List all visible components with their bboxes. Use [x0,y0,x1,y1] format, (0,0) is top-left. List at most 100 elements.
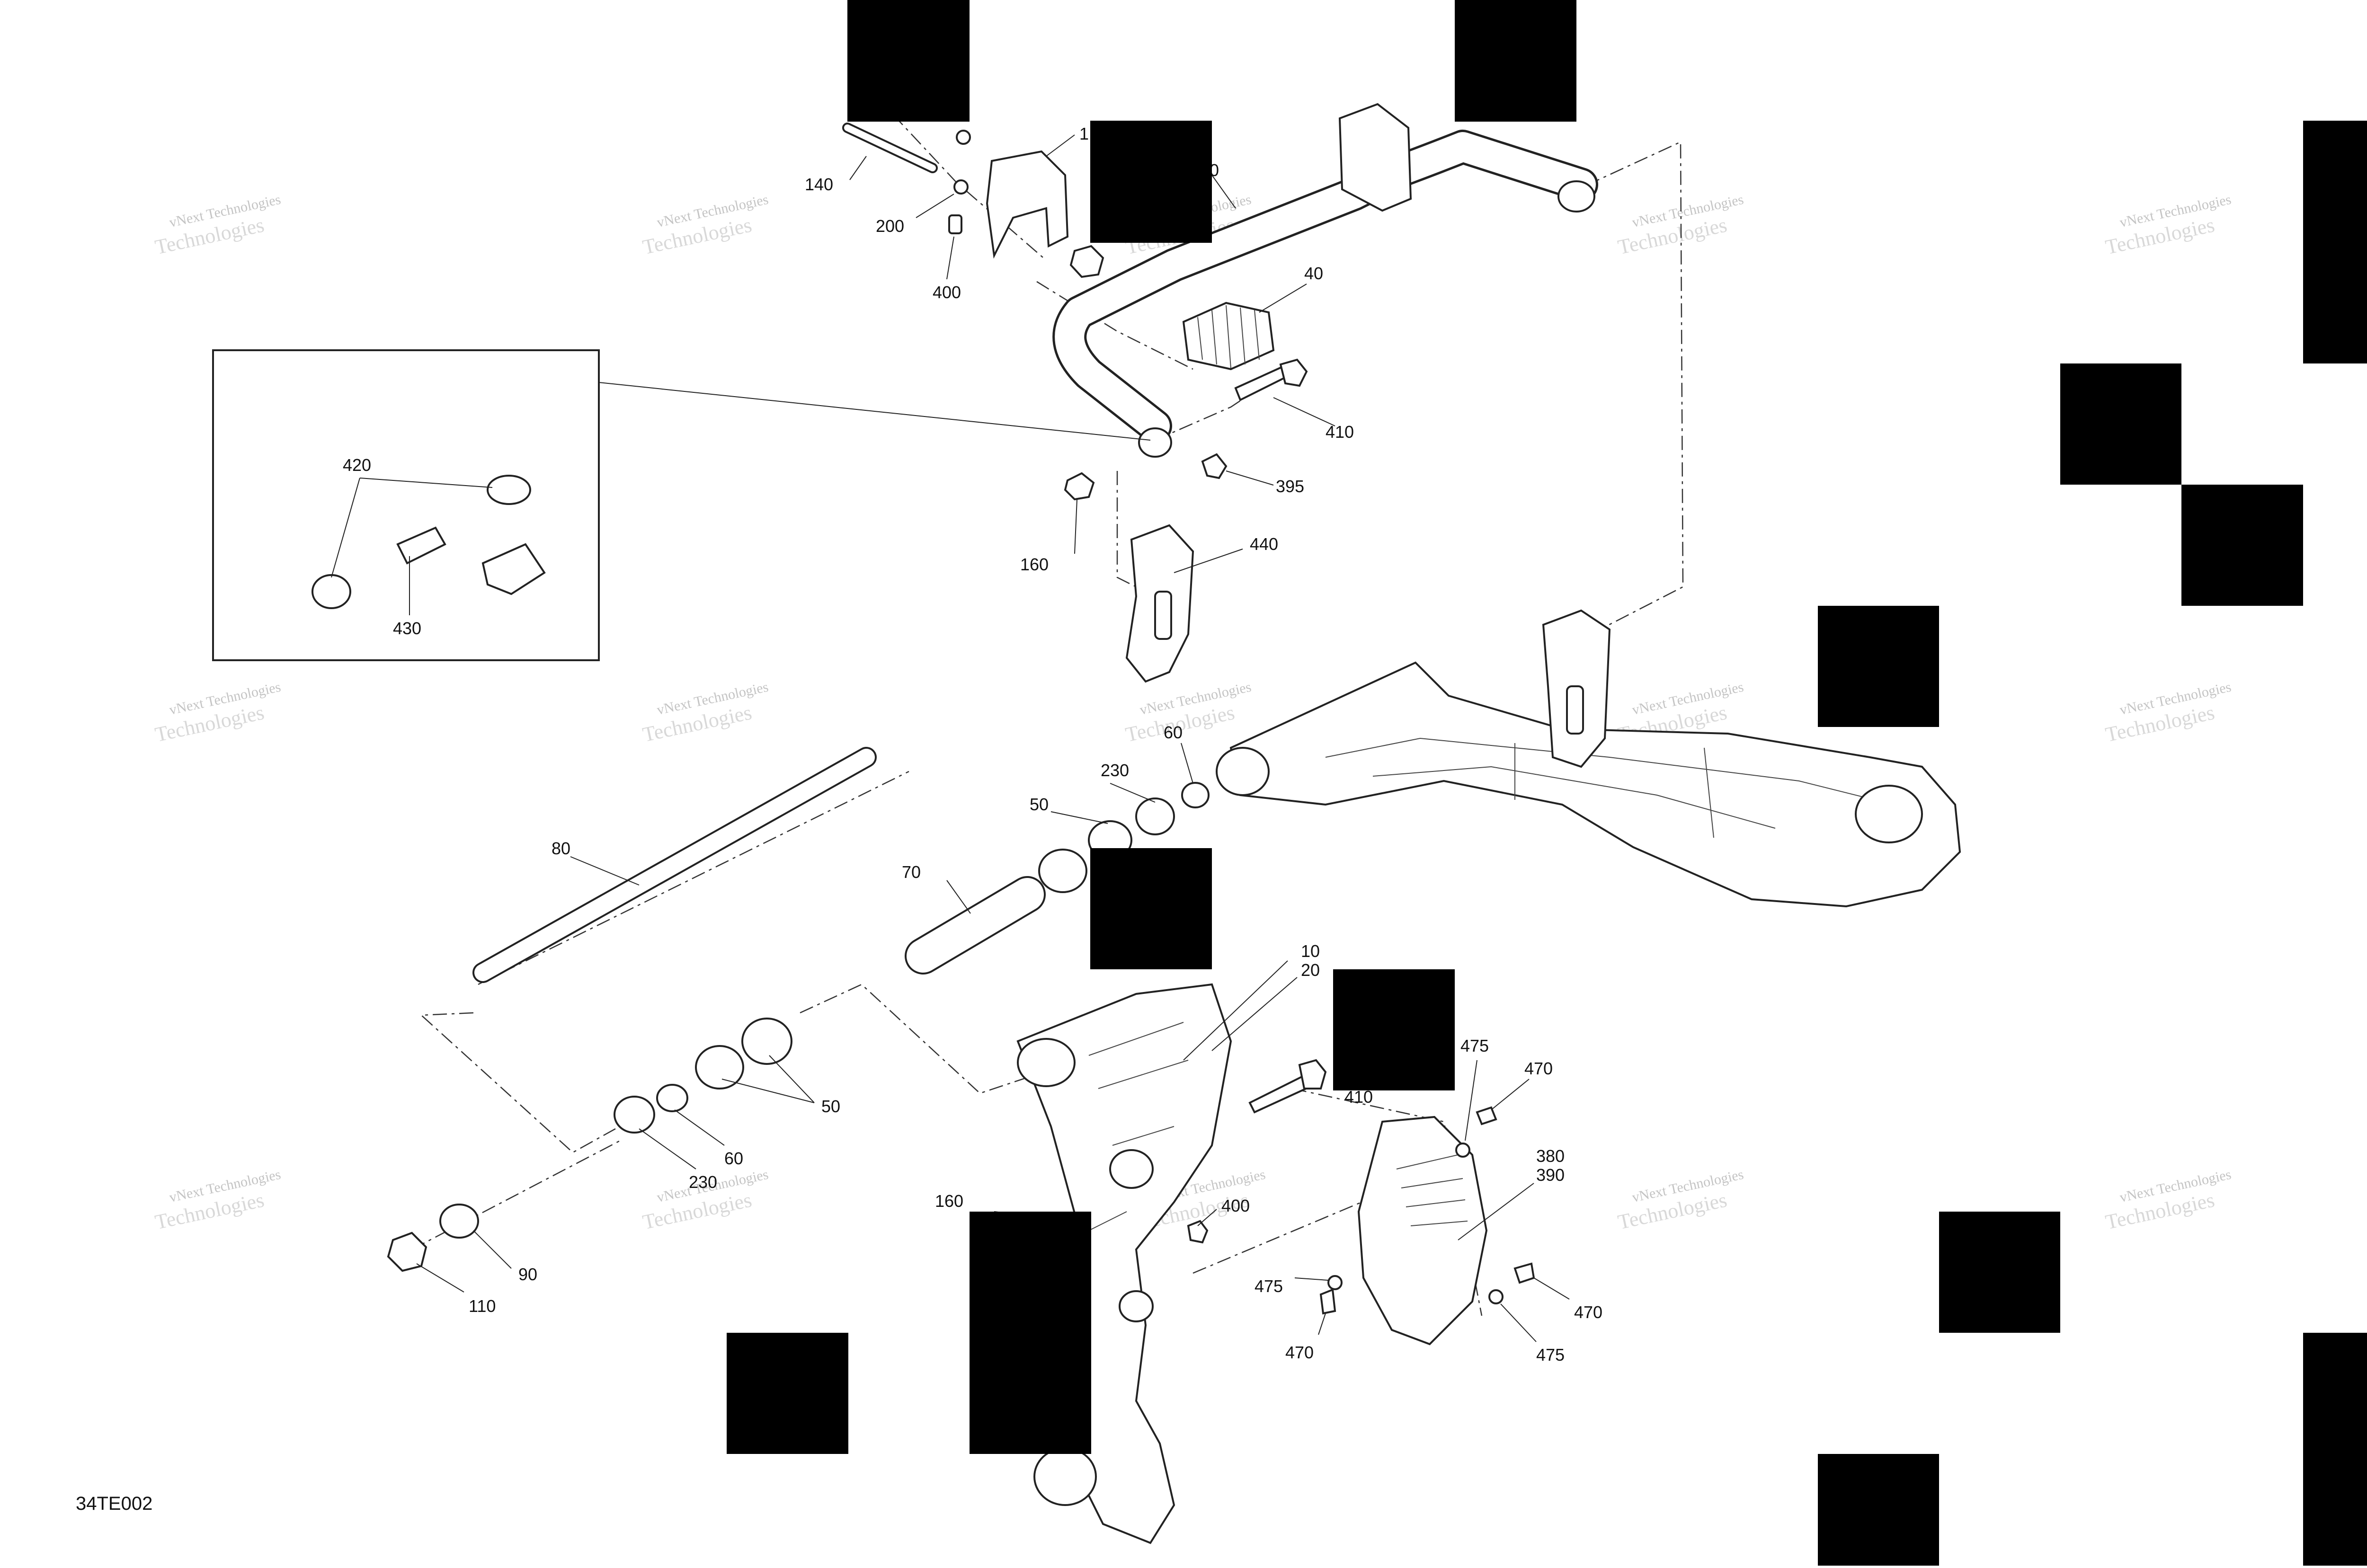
leader-line [1110,783,1156,803]
washer-part [953,179,969,195]
watermark: vNext Technologies Technologies [1616,1167,1745,1234]
washer-part [956,130,971,145]
bearing-part [741,1018,792,1065]
guard-cover-ribs [1396,1154,1468,1226]
redaction-block [1939,1212,2060,1333]
callout-470: 470 [1574,1302,1602,1322]
watermark: vNext Technologies Technologies [153,1167,282,1234]
leader-line [1211,977,1298,1051]
callout-430: 430 [393,619,421,638]
callout-20: 20 [1301,960,1320,980]
callout-70: 70 [902,862,921,882]
bracket-part [986,150,1069,259]
upper-arm-detail [1325,737,1894,838]
watermark: vNext Technologies Technologies [153,679,282,746]
sleeve-fill [907,878,1044,973]
leader-line [916,194,954,218]
leader-line [1197,1209,1217,1226]
nut-part [1064,472,1095,501]
nut-part [1069,245,1104,278]
sleeve-part [396,526,446,565]
callout-470: 470 [1524,1059,1553,1078]
pin-part-inner [844,124,936,171]
washer-part [1455,1143,1470,1158]
redaction-block [1455,0,1576,122]
callout-80: 80 [552,839,570,858]
bearing-part [695,1045,744,1090]
redaction-block [970,1212,1091,1454]
leader-line [1183,960,1288,1061]
leader-line [1491,1079,1530,1110]
shaft-fill [474,749,875,981]
callout-60: 60 [724,1149,743,1168]
watermark: vNext Technologies Technologies [641,679,770,746]
watermark: vNext Technologies Technologies [2103,192,2233,259]
callout-230: 230 [1101,761,1129,780]
leader-line [1211,175,1236,209]
bushing-part [311,574,351,609]
callout-110: 110 [469,1296,496,1316]
redaction-block [1818,1454,1939,1566]
axis-line-bottom-stack [411,1140,621,1250]
bushing-ribs [1197,305,1260,369]
leader-line [1500,1303,1537,1342]
callout-140: 140 [805,175,833,194]
watermark: vNext Technologies Technologies [641,192,770,259]
leader-line [359,478,493,488]
leader-line [721,1079,815,1103]
nut-part [387,1231,427,1272]
axis-line-bushing [800,983,1051,1094]
callout-475: 475 [1255,1276,1283,1296]
washer-part [1327,1275,1343,1290]
link-slot [1154,591,1172,640]
callout-160: 160 [935,1191,963,1211]
bolt-head-part [1298,1059,1327,1090]
redaction-block [1090,848,1212,969]
bolt-head-part [1279,358,1308,387]
callout-475: 475 [1460,1036,1489,1055]
leader-line [1074,499,1077,554]
trailing-arm-detail [1088,1022,1189,1231]
axis-line-shaft-top [478,771,909,985]
arm-pivot-part [1017,1038,1076,1087]
screw-part [948,214,962,234]
callout-160: 160 [1020,555,1049,574]
callout-230: 230 [689,1172,717,1192]
nut-part [1201,453,1228,479]
arm-pivot-part [1216,747,1270,796]
callout-420: 420 [343,455,371,475]
knuckle-slot [1566,685,1584,735]
callout-10: 10 [1301,941,1320,961]
watermark: vNext Technologies Technologies [1123,679,1253,746]
redaction-block [2181,485,2303,606]
callout-200: 200 [876,216,904,236]
axis-line-link [1116,471,1137,588]
leader-line [1046,134,1075,157]
leader-line [331,478,360,578]
leader-line [1465,1060,1477,1141]
callout-50: 50 [1030,795,1049,814]
leader-line [1050,811,1108,824]
ring-part [1181,782,1210,808]
callout-440: 440 [1250,534,1278,554]
callout-380: 380 [1536,1146,1565,1166]
screw-part [1513,1262,1535,1284]
redaction-block [847,0,970,122]
document-id: 34TE002 [76,1493,152,1514]
callout-410: 410 [1326,422,1354,442]
callout-475: 475 [1536,1345,1565,1364]
stabilizer-bar-fill [1055,132,1596,441]
redaction-block [2303,121,2367,363]
leader-line [946,880,971,914]
clip-part [481,543,546,595]
redaction-block [2303,1333,2367,1566]
callout-90: 90 [518,1265,537,1284]
leader-line [416,1263,464,1293]
watermark: vNext Technologies Technologies [2103,1167,2233,1234]
redaction-block [1090,121,1212,243]
axis-line-cover [1192,1196,1373,1274]
leader-line [1294,1277,1328,1281]
leader-line [1226,470,1274,486]
